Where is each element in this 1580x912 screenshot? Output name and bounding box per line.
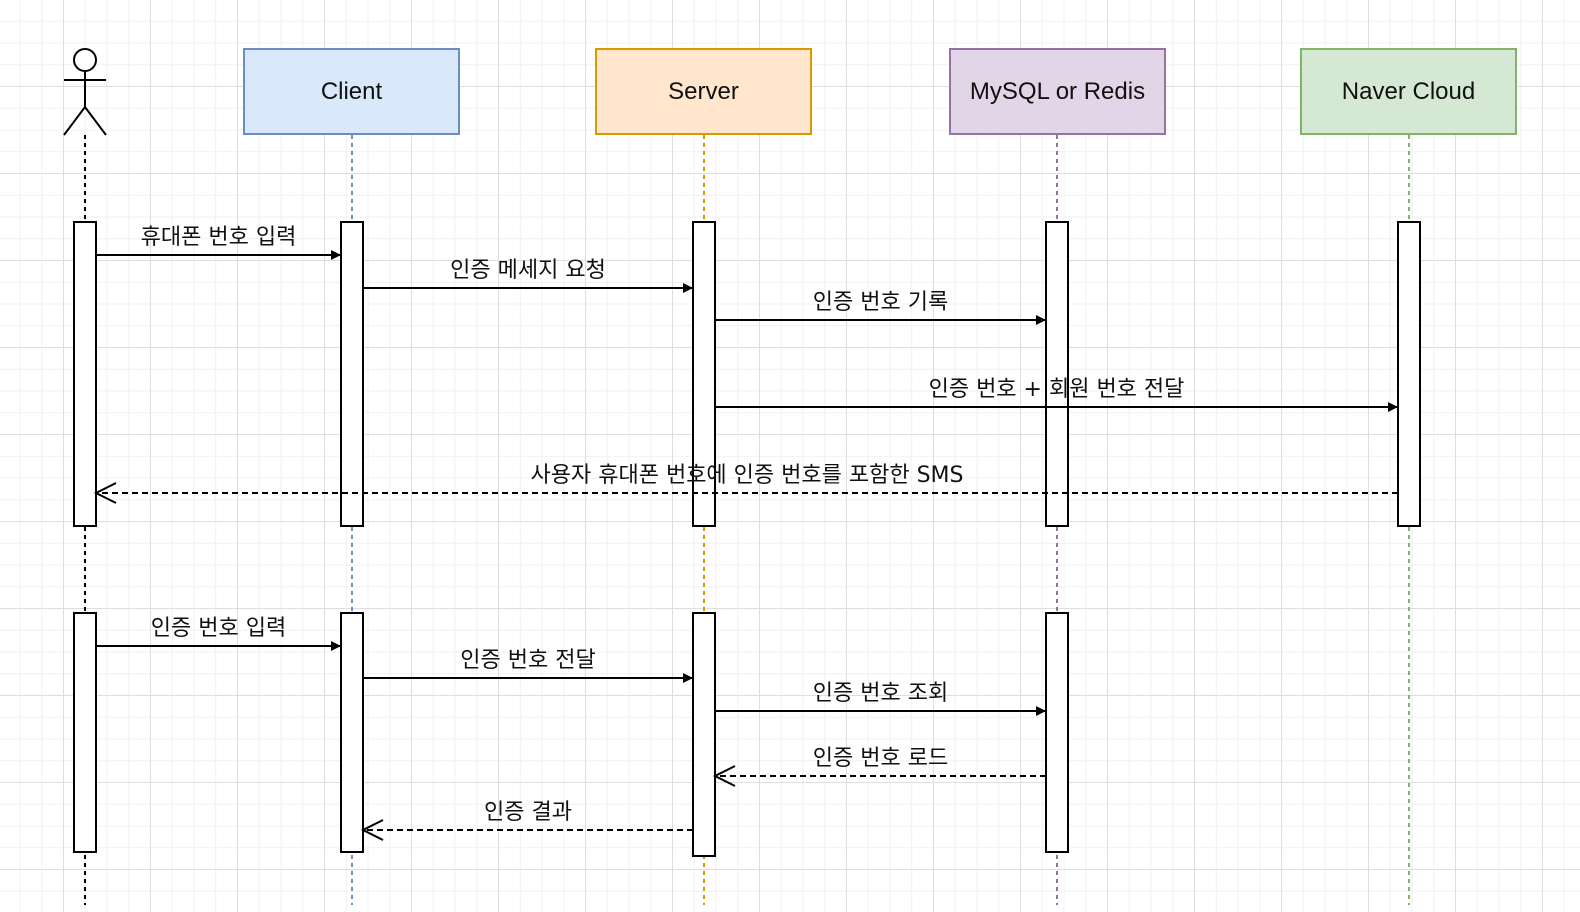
participant-mysql-or-redis: MySQL or Redis xyxy=(949,48,1166,135)
open-arrowhead-icon xyxy=(360,819,384,841)
activation-bar-db xyxy=(1045,221,1069,527)
activation-bar-client xyxy=(340,612,364,853)
activation-bar-naver xyxy=(1397,221,1421,527)
user-actor-icon xyxy=(63,48,107,136)
activation-bar-user xyxy=(73,612,97,853)
activation-bar-db xyxy=(1045,612,1069,853)
activation-bar-server xyxy=(692,612,716,857)
participant-server: Server xyxy=(595,48,812,135)
message-label-7: 인증 번호 전달 xyxy=(460,648,596,673)
message-label-1: 휴대폰 번호 입력 xyxy=(140,225,297,250)
activation-bar-client xyxy=(340,221,364,527)
open-arrowhead-icon xyxy=(93,482,117,504)
message-label-8: 인증 번호 조회 xyxy=(812,681,949,706)
message-label-2: 인증 메세지 요청 xyxy=(450,258,606,283)
open-arrowhead-icon xyxy=(712,765,736,787)
message-label-9: 인증 번호 로드 xyxy=(812,746,949,771)
message-label-6: 인증 번호 입력 xyxy=(150,616,287,641)
activation-bar-server xyxy=(692,221,716,527)
message-label-5: 사용자 휴대폰 번호에 인증 번호를 포함한 SMS xyxy=(530,463,964,488)
message-label-4: 인증 번호 + 회원 번호 전달 xyxy=(928,377,1185,402)
message-label-3: 인증 번호 기록 xyxy=(812,290,949,315)
participant-naver-cloud: Naver Cloud xyxy=(1300,48,1517,135)
activation-bar-user xyxy=(73,221,97,527)
message-label-10: 인증 결과 xyxy=(484,800,572,825)
participant-client: Client xyxy=(243,48,460,135)
